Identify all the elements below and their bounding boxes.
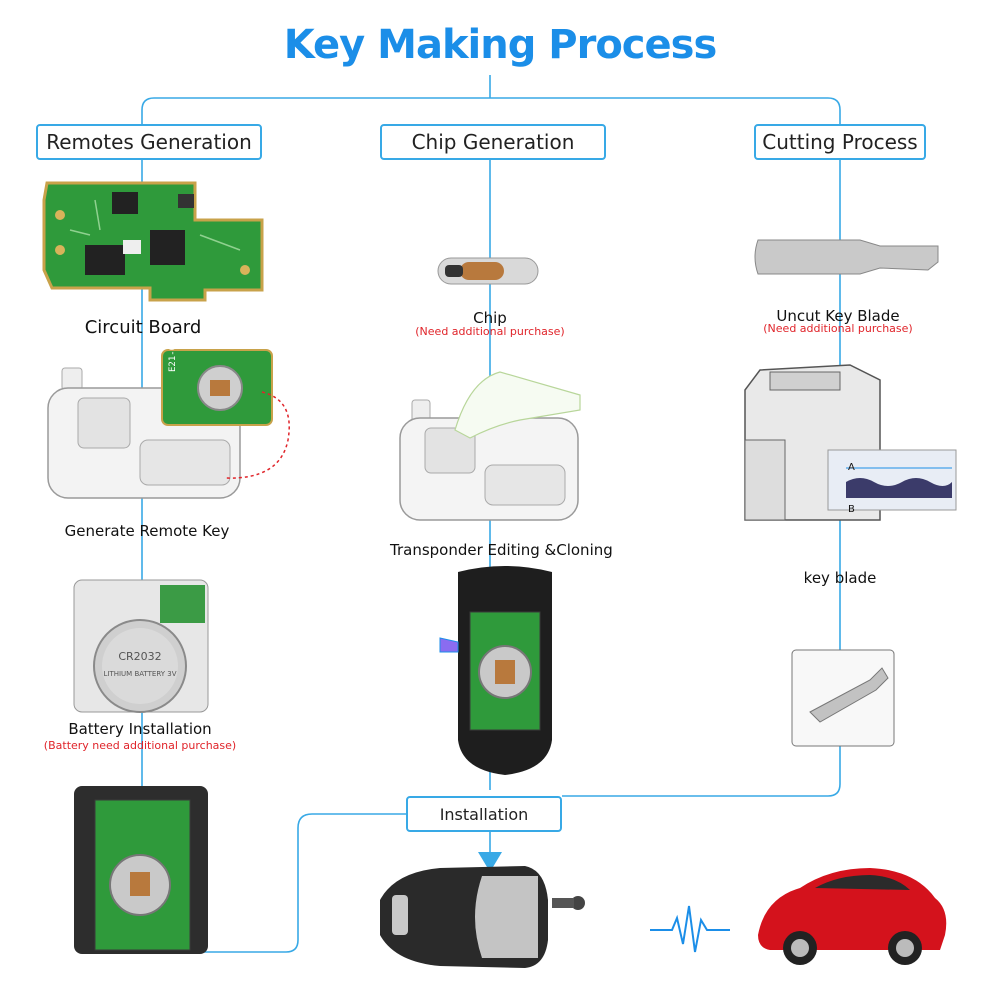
generate-remote-key-label: Generate Remote Key [64,522,230,540]
chip-note: (Need additional purchase) [415,325,565,338]
programmer-device-picture [47,349,290,499]
cutting-process-label: Cutting Process [762,130,918,154]
final-flip-key-picture [380,866,585,968]
chip-picture [437,257,539,285]
arrow-down-icon [478,852,502,872]
chip-generation-box: Chip Generation [380,124,606,160]
battery-model-text: CR2032 [118,650,161,663]
signal-wave-icon [650,905,730,953]
uncut-blade-note: (Need additional purchase) [763,322,913,335]
remotes-generation-label: Remotes Generation [46,130,252,154]
page-title: Key Making Process [283,22,718,68]
top-bracket [141,97,841,124]
transponder-label: Transponder Editing &Cloning [390,541,613,559]
cut-blade-picture [791,649,895,747]
guide-b-label: B [848,504,855,515]
guide-a-label: A [848,462,855,473]
remote-shell-picture [74,786,208,954]
circuit-board-picture [42,181,264,302]
circuit-board-label: Circuit Board [84,317,202,338]
installation-label: Installation [439,804,529,824]
cutting-process-box: Cutting Process [754,124,926,160]
car-picture [758,868,947,965]
remotes-generation-box: Remotes Generation [36,124,262,160]
pcb-code-text: E21-08-23 [168,323,178,372]
battery-picture [73,579,209,713]
uncut-blade-picture [754,239,939,275]
cutting-machine-picture [744,364,957,521]
battery-note: (Battery need additional purchase) [43,739,237,752]
uncut-blade-label: Uncut Key Blade [776,307,900,325]
chip-label: Chip [473,309,507,327]
battery-sub-text: LITHIUM BATTERY 3V [103,670,176,678]
cutting-line [562,160,841,797]
cloning-device-picture [399,371,581,521]
chip-generation-label: Chip Generation [411,130,575,154]
battery-installation-label: Battery Installation [68,720,212,738]
open-flip-key-picture [439,566,552,775]
key-blade-label: key blade [803,569,877,587]
installation-box: Installation [406,796,562,832]
